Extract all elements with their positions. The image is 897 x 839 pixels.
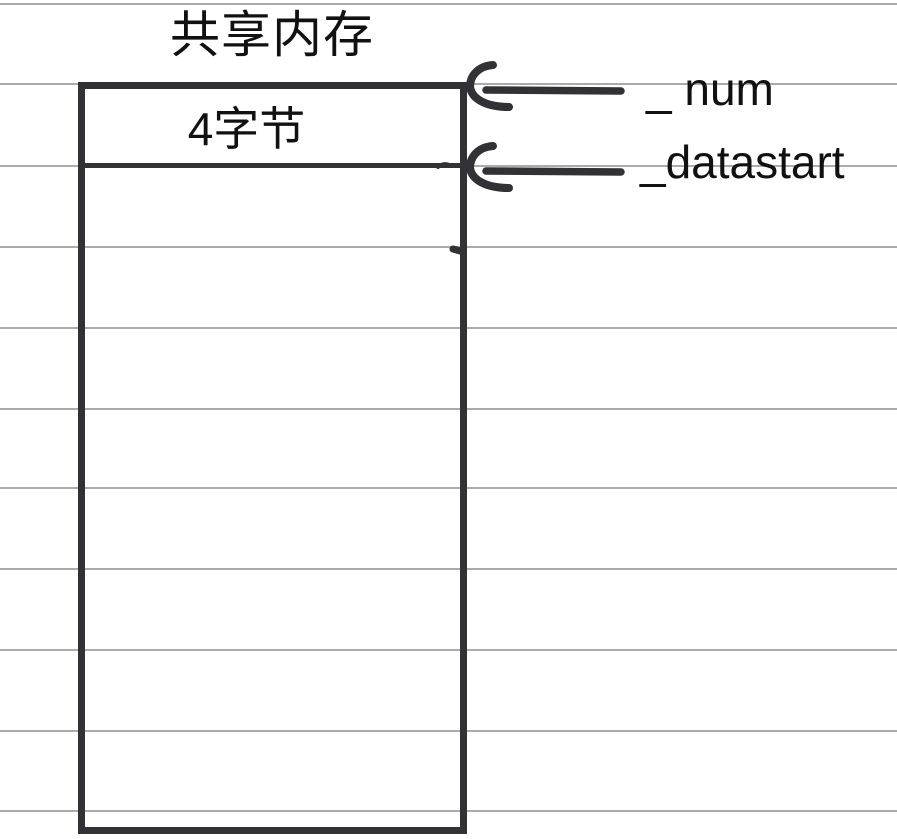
ruled-line: [0, 327, 897, 329]
datastart-pointer-label: _datastart: [640, 136, 845, 188]
ruled-line: [0, 730, 897, 732]
ruled-line: [0, 810, 897, 812]
ruled-line: [0, 246, 897, 248]
ruled-line: [0, 568, 897, 570]
num-arrow-shaft: [482, 86, 625, 95]
ruled-line: [0, 487, 897, 489]
memory-cell-4bytes: 4字节: [85, 89, 460, 163]
datastart-arrow: [465, 142, 625, 192]
datastart-arrow-shaft: [482, 167, 625, 176]
ruled-line: [0, 3, 897, 5]
shared-memory-box: 4字节: [78, 82, 467, 834]
cell-divider-line: [81, 163, 464, 168]
ruled-line: [0, 649, 897, 651]
ruled-line: [0, 408, 897, 410]
num-pointer-label: _ num: [646, 63, 774, 115]
memory-cell-label: 4字节: [187, 103, 306, 155]
num-arrow: [465, 61, 625, 111]
datastart-arrow-head: [465, 142, 513, 192]
num-arrow-head: [465, 61, 513, 111]
diagram-title: 共享内存: [170, 7, 374, 63]
